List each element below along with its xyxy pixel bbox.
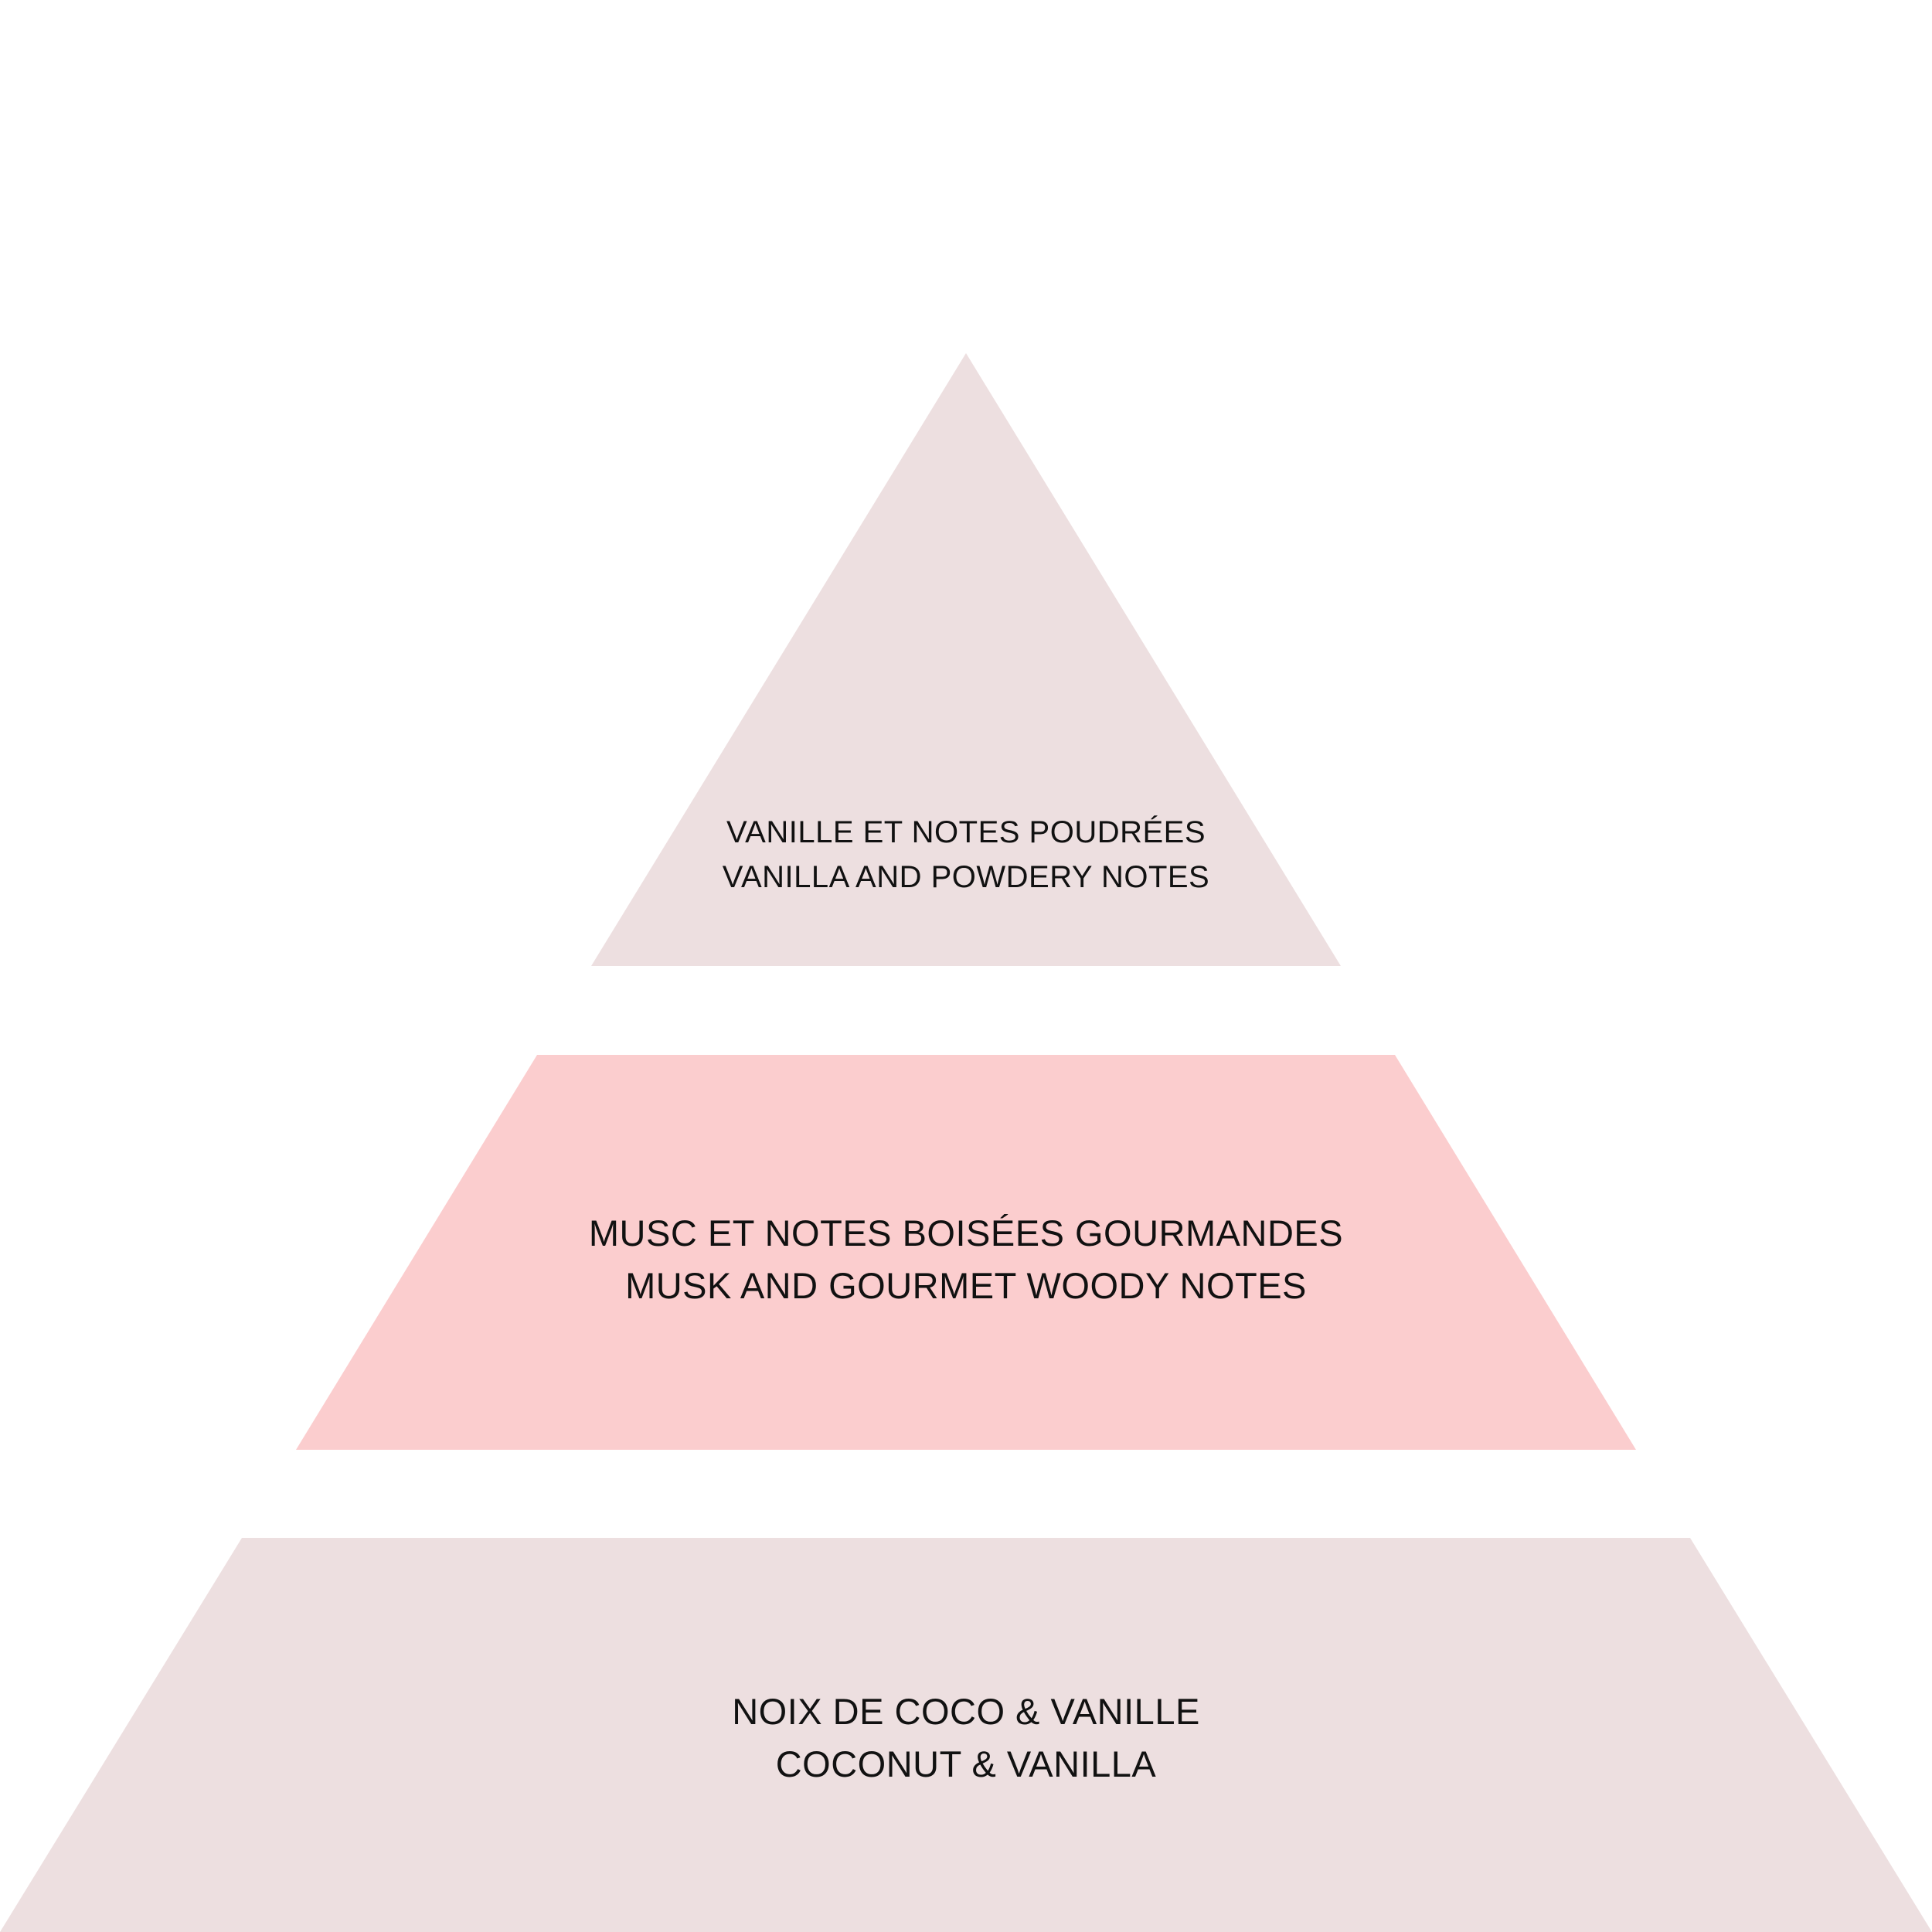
- base-tier-trapezoid: [0, 1538, 1932, 1932]
- top-tier-label: VANILLE ET NOTES POUDRÉES VANILLA AND PO…: [0, 810, 1932, 900]
- top-tier-triangle: [591, 353, 1341, 966]
- top-tier-label-french: VANILLE ET NOTES POUDRÉES: [726, 815, 1206, 849]
- base-tier-label-english: COCONUT & VANILLA: [775, 1743, 1157, 1784]
- middle-tier-trapezoid: [296, 1055, 1636, 1450]
- base-tier-label: NOIX DE COCO & VANILLE COCONUT & VANILLA: [0, 1685, 1932, 1791]
- middle-tier-label-french: MUSC ET NOTES BOISÉES GOURMANDES: [588, 1213, 1344, 1253]
- middle-tier-label-english: MUSK AND GOURMET WOODY NOTES: [625, 1265, 1307, 1306]
- base-tier-label-french: NOIX DE COCO & VANILLE: [732, 1691, 1200, 1732]
- top-tier-label-english: VANILLA AND POWDERY NOTES: [722, 860, 1210, 894]
- middle-tier-label: MUSC ET NOTES BOISÉES GOURMANDES MUSK AN…: [0, 1207, 1932, 1312]
